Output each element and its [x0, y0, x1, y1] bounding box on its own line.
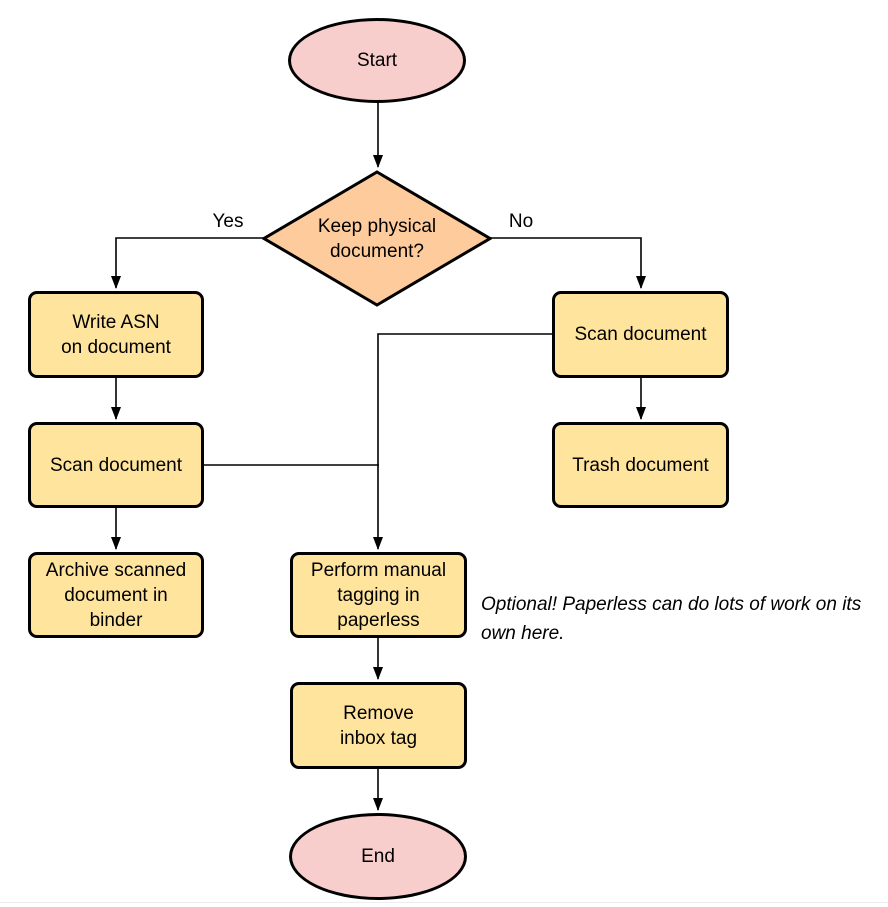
edge-decision-yes: [111, 237, 264, 289]
node-scan-document-left: Scan document: [28, 422, 204, 508]
page-bottom-divider: [0, 902, 888, 903]
node-trash-document: Trash document: [552, 422, 729, 508]
node-decision-label: Keep physical document?: [262, 170, 492, 307]
edge-label-yes: Yes: [212, 211, 244, 232]
node-label: Archive scanned document in binder: [45, 559, 187, 631]
node-label: Keep physical document?: [317, 215, 437, 262]
decision-diamond-shape: [262, 170, 492, 307]
node-archive-in-binder: Archive scanned document in binder: [28, 552, 204, 638]
edge-decision-no: [490, 237, 646, 289]
node-start: Start: [288, 18, 466, 103]
node-scan-document-right: Scan document: [552, 291, 729, 378]
node-remove-inbox-tag: Remove inbox tag: [290, 682, 467, 769]
node-label: Remove inbox tag: [339, 702, 418, 749]
node-label: Scan document: [574, 324, 707, 345]
node-label: Trash document: [572, 454, 709, 476]
edge-scanright-to-tagging: [373, 333, 552, 550]
edge-label-no: No: [508, 211, 534, 232]
node-label: Scan document: [49, 454, 183, 476]
node-label: Perform manual tagging in paperless: [310, 559, 447, 631]
node-label: Write ASN on document: [61, 311, 171, 358]
annotation-note: Optional! Paperless can do lots of work …: [481, 594, 862, 644]
node-manual-tagging: Perform manual tagging in paperless: [290, 552, 467, 638]
node-label: End: [361, 846, 395, 867]
node-write-asn: Write ASN on document: [28, 291, 204, 378]
node-label: Start: [356, 50, 398, 71]
node-end: End: [289, 813, 467, 900]
